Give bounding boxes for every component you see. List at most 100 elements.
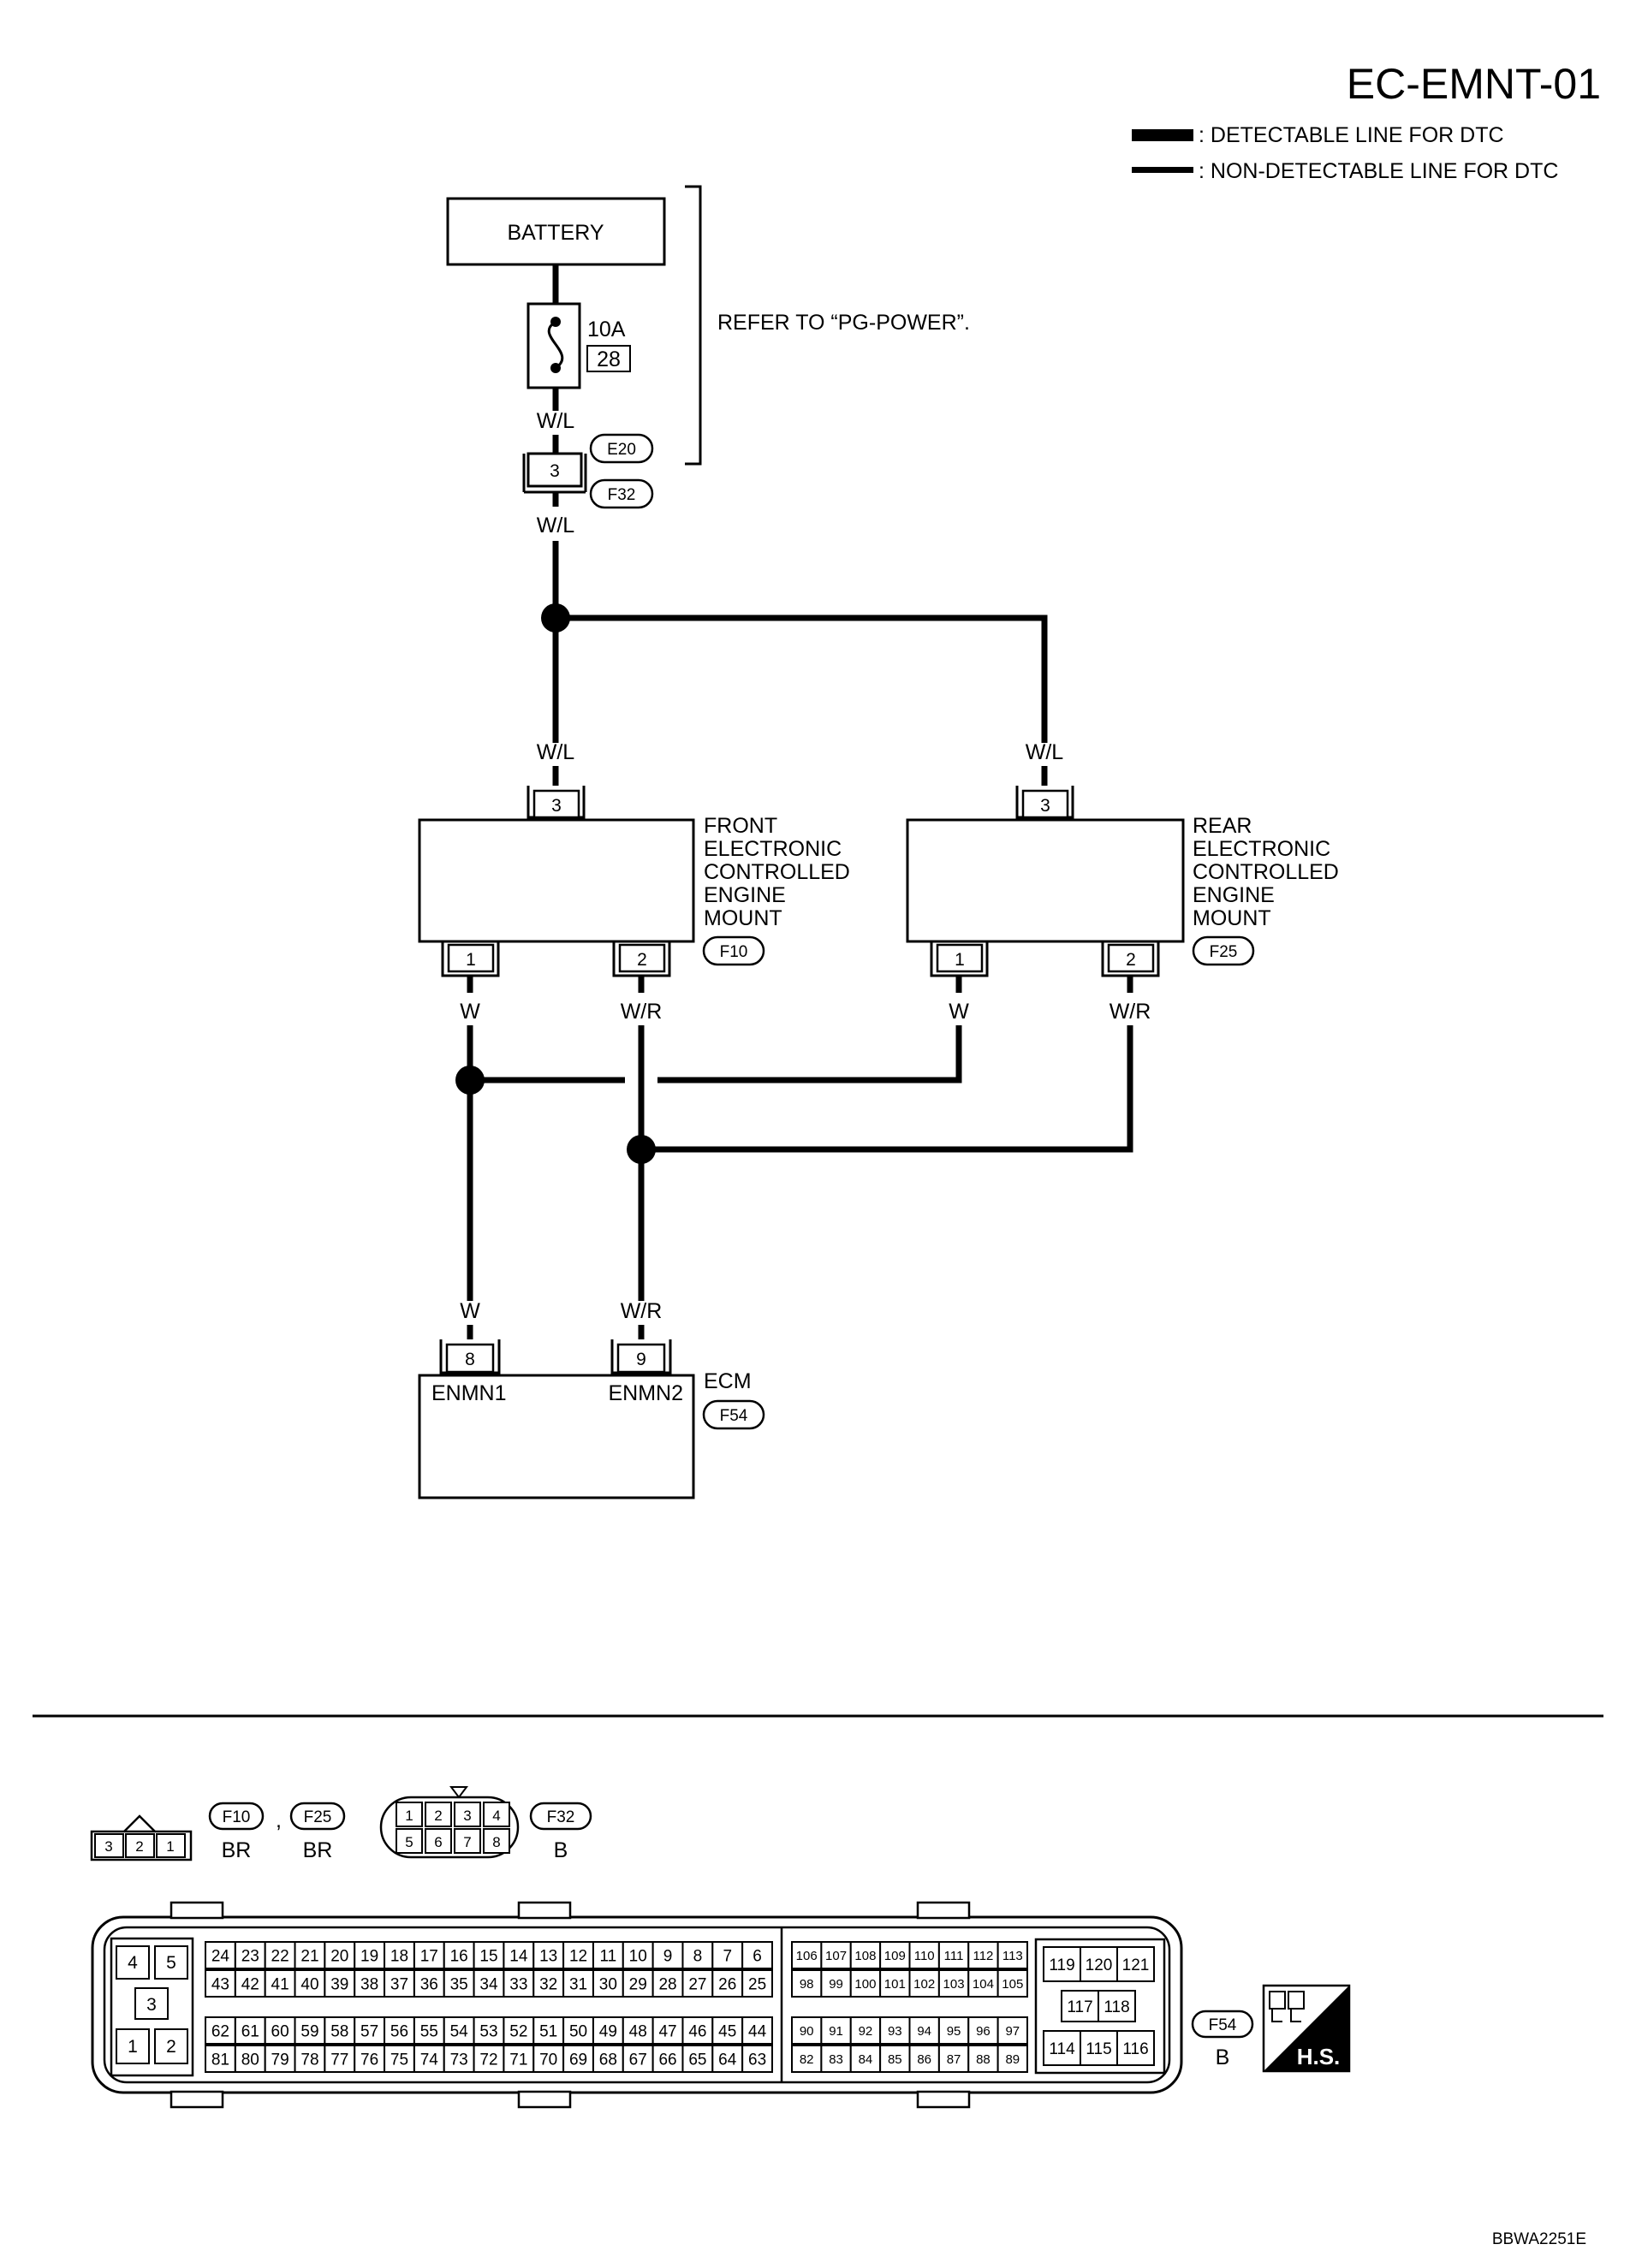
ecm-pin-label: 106 [796,1949,818,1963]
ecm-pin-label: 60 [271,2022,289,2040]
ecm-pin-label: 104 [973,1977,994,1992]
svg-text:2: 2 [434,1808,442,1824]
ecm-pin-label: 20 [330,1947,348,1965]
ecm-pin-cell [1043,2030,1081,2066]
ecm-pin-label: 42 [241,1975,259,1993]
ecm-pin-label: 113 [1002,1949,1023,1963]
ecm-pin-label: 73 [450,2051,468,2069]
ecm-pin-label: 120 [1086,1956,1113,1974]
ecm-pin-label: 89 [1005,2052,1020,2067]
ecm-pin-label: 76 [360,2051,378,2069]
wire-label-wl-1: W/L [537,409,575,433]
ecm-pin-label: 72 [479,2051,497,2069]
ecm-pin-label: 21 [300,1947,318,1965]
ecm-pin-label: 47 [658,2022,676,2040]
view-color-f32: B [554,1838,568,1862]
ecm-pin-label: 6 [753,1947,762,1965]
legend-detectable-line [1132,129,1193,141]
ecm-pin-cell [324,2045,356,2073]
splice-wr [627,1135,656,1164]
rear-mount-pin-2: 2 [1126,950,1136,970]
ecm-pin-label: 91 [829,2024,843,2039]
ecm-pin-cell [741,1969,774,1998]
splice-w [455,1066,485,1095]
ecm-pin-cell [651,2016,684,2045]
ecm-pin-label: 112 [973,1949,993,1963]
ecm-pin-label: 51 [539,2022,557,2040]
ecm-pin-label: 49 [599,2022,617,2040]
ecm-pin-cell [503,2016,535,2045]
refer-note: REFER TO “PG-POWER”. [717,311,970,335]
svg-text:4: 4 [492,1808,500,1824]
front-mount-label: FRONT ELECTRONIC CONTROLLED ENGINE MOUNT [704,814,856,930]
fuse-icon [547,320,564,370]
refer-bracket [685,185,702,466]
battery-box [446,197,666,266]
wire-label-wl-front: W/L [537,740,575,764]
ecm-pin-label: 64 [718,2051,737,2069]
joint-connector [526,452,583,488]
ecm-pin-cell [443,2016,475,2045]
ecm-pin-cell [234,2045,266,2073]
ecm-pin-cell [264,2016,296,2045]
ecm-pin-label: 115 [1086,2040,1111,2058]
ecm-pin-label: 30 [599,1975,617,1993]
ecm-pin-label: 98 [800,1977,814,1992]
ecm-pin-label: 107 [825,1949,847,1963]
wire-label-w-front: W [460,1000,480,1024]
rear-mount-pin-3: 3 [1040,796,1050,816]
ecm-pin-cell [879,2016,911,2045]
ecm-pin-label: 75 [390,2051,408,2069]
ecm-pin-label: 85 [888,2052,902,2067]
wire-label-wr-ecm: W/R [621,1299,663,1323]
svg-text:3: 3 [463,1808,471,1824]
ecm-pin-cell [1061,1990,1099,2022]
view-color-f25: BR [303,1838,333,1862]
ecm-pin-cell [937,2016,970,2045]
ecm-pin-label: 13 [539,1947,557,1965]
ecm-pin-label: 53 [479,2022,497,2040]
ecm-pin-cell [849,2045,882,2073]
ecm-pin-label: 52 [509,2022,527,2040]
ecm-pin-label: 83 [829,2052,843,2067]
ecm-pin-label: 31 [569,1975,587,1993]
ecm-pin-cell [294,1969,326,1998]
ecm-pin-label: 78 [300,2051,318,2069]
legend-non-detectable-text: : NON-DETECTABLE LINE FOR DTC [1199,159,1558,183]
rear-mount-label: REAR ELECTRONIC CONTROLLED ENGINE MOUNT [1193,814,1345,930]
connector-code-e20: E20 [607,441,636,459]
ecm-pin-label: 109 [884,1949,906,1963]
legend-non-detectable-line [1132,167,1193,173]
ecm-pin-cell [1098,1990,1136,2022]
ecm-pin-label: 26 [718,1975,736,1993]
ecm-pin-cell [562,2016,594,2045]
svg-text:5: 5 [405,1834,413,1850]
ecm-pin-label: 48 [629,2022,647,2040]
ecm-pin-cell [294,1941,326,1969]
ecm-pin-cell [996,1941,1028,1969]
ecm-pin-cell [354,1941,386,1969]
ecm-pin-label: 99 [829,1977,843,1992]
ecm-pin-label: 110 [914,1949,935,1963]
ecm-pin-cell [503,1941,535,1969]
ecm-pin-9: 9 [636,1350,646,1369]
ecm-pin-label: 108 [854,1949,876,1963]
ecm-pin-label: 44 [748,2022,767,2040]
ecm-pin-label: 50 [569,2022,587,2040]
ecm-pin-label: 25 [748,1975,766,1993]
page-title: EC-EMNT-01 [1347,60,1601,108]
ecm-pin-label: 111 [944,1949,964,1963]
rear-mount-box [906,818,1185,943]
ecm-pin-cell [324,1941,356,1969]
svg-text:2: 2 [135,1838,143,1855]
svg-text:3: 3 [146,1995,157,2015]
ecm-pin-label: 100 [854,1977,876,1992]
ecm-pin-label: 46 [688,2022,706,2040]
ecm-pin-label: 86 [917,2052,931,2067]
ecm-pin-label: 105 [1002,1977,1023,1992]
fuse-number: 28 [597,347,621,371]
ecm-pin-label: 29 [629,1975,647,1993]
front-mount-pin-2: 2 [637,950,647,970]
ecm-pin-cell [996,2045,1028,2073]
ecm-pin-label: 82 [800,2052,814,2067]
